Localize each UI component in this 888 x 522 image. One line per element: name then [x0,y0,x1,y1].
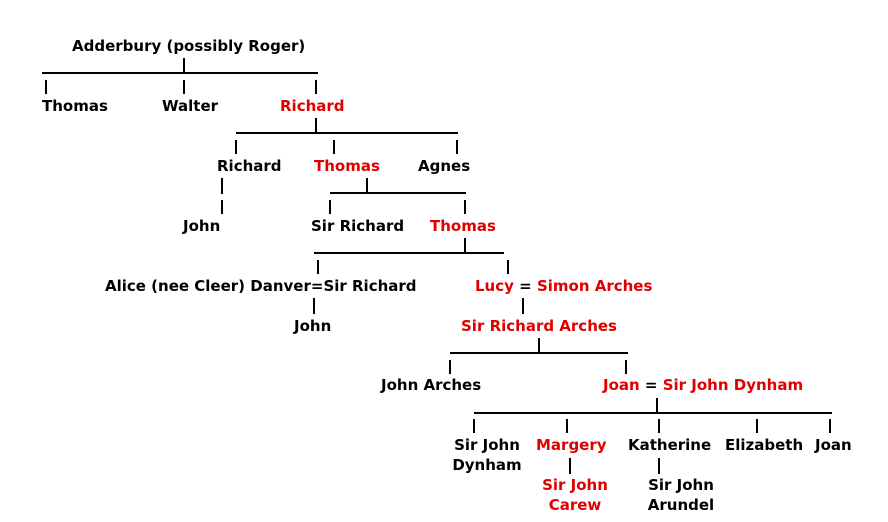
marriage-lucy-arches: Lucy = Simon Arches [475,276,652,296]
drop-line-thomas-3 [464,200,466,214]
marriage-danver: Alice (nee Cleer) Danver=Sir Richard [105,276,417,296]
person-john-arches: John Arches [381,376,482,394]
person-agnes: Agnes [418,157,471,175]
name-line-1: Sir John [454,436,520,454]
drop-line-richard-2 [235,140,237,154]
sibling-line-adderbury [42,72,318,74]
sibling-line-richard-1 [236,132,458,134]
name-line-2: Carew [548,496,602,514]
drop-line-katherine [658,419,660,433]
marriage-sign: = [644,376,658,394]
person-alice-danver: Alice (nee Cleer) Danver [105,277,311,295]
drop-line-thomas-2 [333,140,335,154]
person-thomas-3: Thomas [430,217,496,235]
person-thomas-2: Thomas [314,157,380,175]
person-adderbury: Adderbury (possibly Roger) [72,37,306,55]
drop-line-margery [566,419,568,433]
descent-line-katherine [658,458,660,474]
sibling-line-thomas-3 [314,252,504,254]
drop-line-joan-1 [625,360,627,374]
person-katherine: Katherine [628,436,712,454]
drop-line-elizabeth [756,419,758,433]
person-sir-richard-2: Sir Richard [323,277,417,295]
name-line-2: Arundel [647,496,715,514]
sibling-line-joan-dynham [474,412,832,414]
descent-line-thomas-3 [464,238,466,254]
descent-line-richard-2-a [221,178,223,194]
drop-line-john-arches [449,360,451,374]
marriage-sign: = [519,277,532,295]
descent-line-lucy-arches [522,298,524,314]
name-line-2: Dynham [452,456,522,474]
person-walter: Walter [162,97,219,115]
name-line-1: Sir John [542,476,608,494]
descent-line-thomas-2 [366,178,368,194]
person-elizabeth: Elizabeth [725,436,804,454]
person-margery: Margery [536,436,607,454]
sibling-line-thomas-2 [330,192,466,194]
marriage-joan-dynham: Joan = Sir John Dynham [603,375,803,395]
person-thomas-1: Thomas [42,97,108,115]
descent-line-margery [569,458,571,474]
person-joan-1: Joan [603,376,640,394]
person-john-1: John [183,217,221,235]
drop-line-sir-richard-1 [329,200,331,214]
person-sir-john-dynham: Sir John Dynham [662,376,804,394]
descent-line-richard-1 [315,118,317,134]
descent-line-adderbury [183,58,185,74]
person-simon-arches: Simon Arches [536,277,653,295]
sibling-line-sir-richard-arches [450,352,628,354]
person-sir-richard-1: Sir Richard [311,217,405,235]
descent-line-joan-dynham [656,398,658,414]
drop-line-lucy [507,260,509,274]
person-joan-2: Joan [815,436,852,454]
descent-line-richard-2-b [221,200,223,214]
drop-line-thomas-1 [45,80,47,94]
drop-line-joan-2 [829,419,831,433]
descent-line-sir-richard-arches [538,338,540,354]
descent-line-sir-richard-2 [313,298,315,314]
drop-line-walter [183,80,185,94]
drop-line-sir-richard-2 [317,260,319,274]
name-line-1: Sir John [648,476,714,494]
marriage-sign: = [310,277,324,295]
person-richard-1: Richard [280,97,345,115]
person-lucy: Lucy [475,277,514,295]
person-richard-2: Richard [217,157,282,175]
drop-line-agnes [456,140,458,154]
person-john-2: John [294,317,332,335]
drop-line-sir-john-dynham-jr [473,419,475,433]
person-sir-richard-arches: Sir Richard Arches [461,317,617,335]
drop-line-richard-1 [315,80,317,94]
